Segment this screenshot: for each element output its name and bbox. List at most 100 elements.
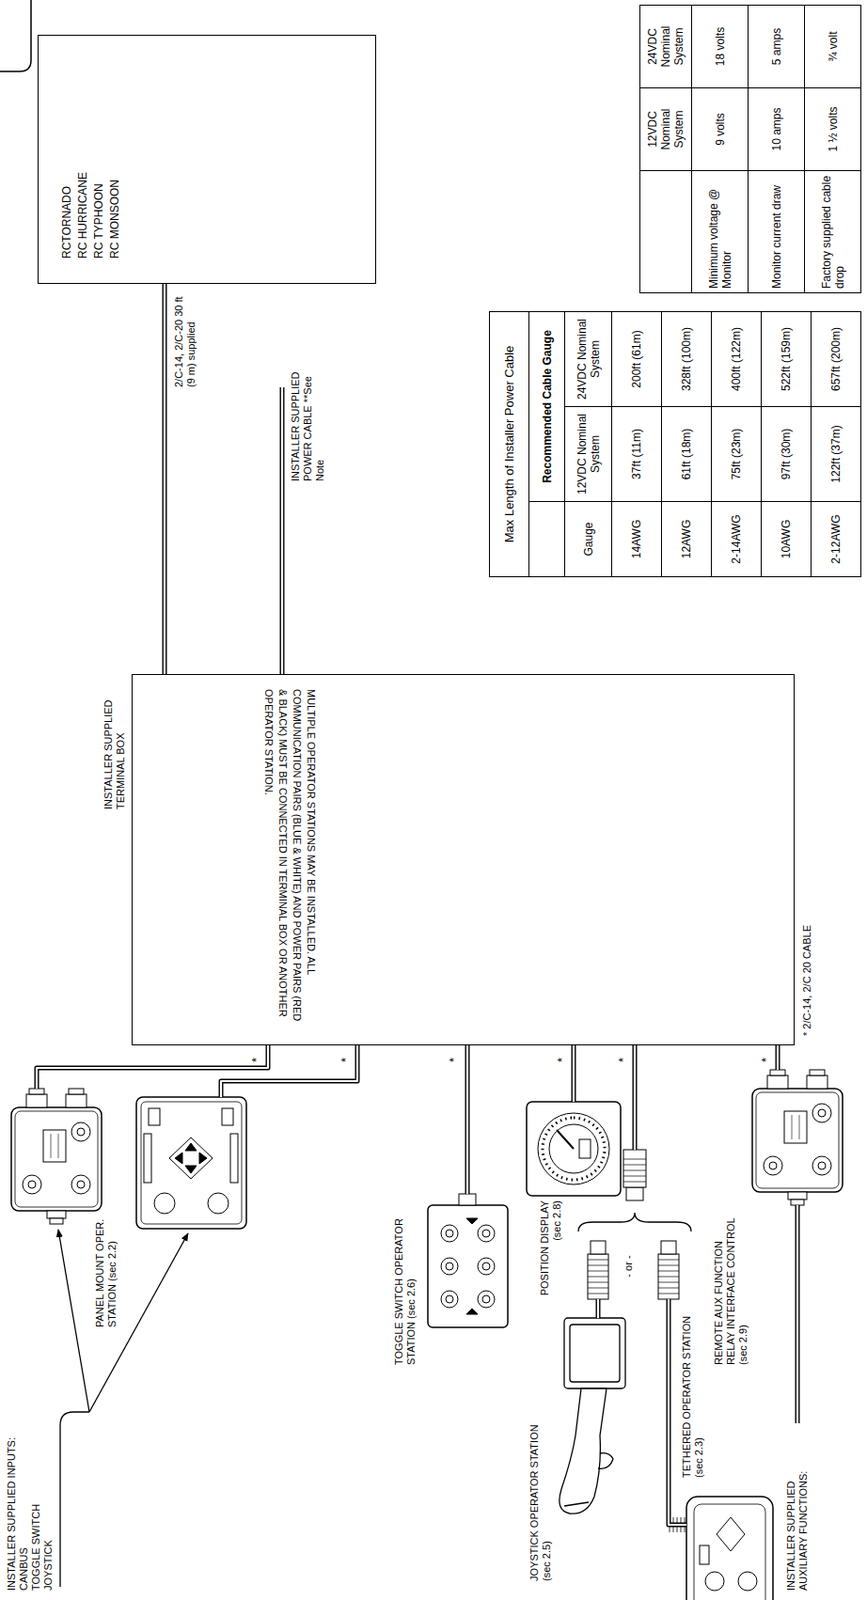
model-name: RC HURRICANE [75,172,92,259]
table-text: 9 volts [713,112,727,146]
table-text: 14AWG [630,520,644,560]
table-text: 97ft (30m) [779,428,793,481]
table-cell: 2-14AWG [711,502,762,578]
toggle-station-part [477,1291,495,1309]
table-row: Minimum voltage @ Monitor 9 volts 18 volts [692,5,749,294]
cable-line [795,1205,801,1424]
joystick-part [598,1453,614,1470]
toggle-station-part [441,1291,458,1309]
table-text: ¾ volt [826,31,840,63]
table-text: 5 amps [770,28,784,65]
table-cell: 122ft (37m) [811,407,862,503]
device-label: REMOTE AUX FUNCTION RELAY INTERFACE CONT… [712,1205,750,1366]
model-name: RCTORNADO [59,172,76,259]
table-cell: Max Length of Installer Power Cable [489,311,530,577]
table-cell: 10AWG [761,502,812,578]
table-cell [529,502,566,578]
connectors-part [626,1187,644,1201]
table-cell: ¾ volt [804,5,862,89]
table-text: 328ft (100m) [679,327,694,392]
table-cell: Monitor current draw [748,171,805,294]
cable-line [162,283,168,675]
position-display-part [549,1124,599,1174]
table-text: 1 ½ volts [826,106,840,152]
table-row: Recommended Cable Gauge [529,311,566,577]
cable-line [281,387,284,675]
connectors-part [623,1150,647,1188]
table-text: 10 amps [770,107,784,151]
panel-station-part [141,1102,242,1225]
table-text: 18 volts [713,27,727,66]
cable-line [632,1045,638,1151]
cable-mark: * [555,1057,569,1063]
cable-mark: * [447,1057,461,1063]
cable-line [572,1045,575,1103]
cable-line [571,1045,577,1103]
cable-line [466,1045,469,1195]
cable-mark: * [250,1057,264,1063]
device-label: JOYSTICK OPERATOR STATION (sec 2.5) [528,1402,553,1582]
connectors [578,1150,692,1300]
toggle-station-part [441,1258,458,1276]
or-note: - or - [622,1243,635,1291]
cable-mark: * [339,1057,353,1063]
table-text: 12AWG [679,520,694,560]
connectors-part [587,1260,609,1294]
model-name: RC MONSOON [107,172,124,259]
toggle-station-part [482,1229,490,1238]
table-cell: Minimum voltage @ Monitor [692,171,749,294]
table-text: Factory supplied cable drop [819,175,847,289]
table-text: 24VDC Nominal System [575,318,602,400]
relay-box [11,1088,102,1225]
table-text: 61ft (18m) [679,428,694,481]
cable-line [220,1045,358,1098]
table-cell [640,171,693,294]
cable-note: * 2/C-14, 2/C 20 CABLE [801,801,814,1037]
terminal-box: INSTALLER SUPPLIED TERMINAL BOXMULTIPLE … [131,674,795,1046]
tethered-station-part [699,1545,710,1565]
device-label: INSTALLER SUPPLIED AUXILIARY FUNCTIONS: [785,1429,810,1592]
connectors-part [658,1254,679,1300]
table-row: Gauge12VDC Nominal System 24VDC Nominal S… [565,311,613,577]
table-body: 12VDC Nominal System24VDC Nominal System… [640,5,862,294]
relay-box [752,1070,843,1206]
cable-length-table: Max Length of Installer Power CableRecom… [488,311,862,578]
position-display [526,1102,621,1197]
model-name: RC TYPHOON [91,172,108,259]
table-text: 200ft (61m) [630,330,644,388]
connectors-part [587,1254,609,1300]
table-cell: 10 amps [748,88,805,172]
panel-station-part [169,1137,213,1180]
toggle-station-part [445,1229,454,1238]
table-cell: Gauge [565,502,613,578]
table-body: Max Length of Installer Power CableRecom… [489,311,862,577]
table-col [489,502,862,578]
panel-station-part [221,1108,234,1126]
device-label: TOGGLE SWITCH OPERATOR STATION (sec 2.6) [393,1200,418,1366]
tethered-station-part [686,1497,773,1600]
table-cell: 12VDC Nominal System [565,407,613,503]
device-label: TETHERED OPERATOR STATION (sec 2.3) [680,1299,706,1479]
position-display-part [542,1118,605,1181]
panel-station-part [207,1193,229,1214]
monitor-box: RCTORNADORC HURRICANERC TYPHOONRC MONSOO… [37,34,377,284]
panel-station-part [143,1134,152,1183]
table-cell: 1 ½ volts [804,88,862,172]
table-text: 122ft (37m) [829,425,843,483]
cable-line [775,1045,781,1071]
device-label: PANEL MOUNT OPER. STATION (sec 2.2) [94,1205,119,1328]
table-row: 2-12AWG122ft (37m)657ft (200m) [811,311,862,577]
panel-station-part [154,1193,175,1214]
input-list: CANBUS [17,1402,31,1592]
toggle-station-part [466,1218,478,1315]
connectors-part [658,1260,679,1294]
panel-station-part [136,1097,247,1230]
table-cell: 97ft (30m) [761,407,812,503]
table-row: Factory supplied cable drop 1 ½ volts ¾ vo… [804,5,862,294]
tethered-station-part [716,1517,745,1552]
table-cell: 24VDC Nominal System [640,5,693,89]
table-text: 400ft (122m) [729,327,743,392]
position-display-part [556,1130,574,1150]
